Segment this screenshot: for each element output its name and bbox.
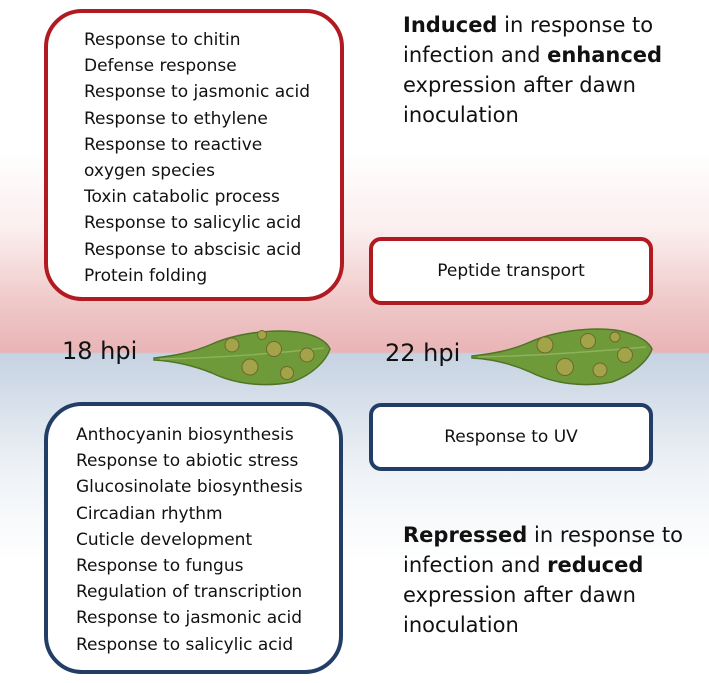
list-item: Response to abscisic acid xyxy=(84,239,302,260)
enhanced-keyword: enhanced xyxy=(547,43,663,67)
reduced-keyword: reduced xyxy=(547,553,644,577)
response-to-uv-label: Response to UV xyxy=(444,427,578,447)
list-item: Anthocyanin biosynthesis xyxy=(76,425,294,445)
list-item: Response to jasmonic acid xyxy=(84,82,311,103)
repressed-text-2: expression after dawn inoculation xyxy=(403,583,636,637)
induced-terms-box: Response to chitin Defense response Resp… xyxy=(44,9,344,301)
induced-text-2: expression after dawn inoculation xyxy=(403,73,636,127)
list-item: Response to jasmonic acid xyxy=(76,608,303,629)
list-item: Regulation of transcription xyxy=(76,582,303,603)
list-item: Toxin catabolic process xyxy=(84,187,280,208)
repressed-terms-box: Anthocyanin biosynthesis Response to abi… xyxy=(44,402,343,674)
induced-keyword: Induced xyxy=(403,13,498,37)
list-item: Response to salicylic acid xyxy=(76,634,294,655)
list-item: Response to salicylic acid xyxy=(84,213,302,234)
list-item: Protein folding xyxy=(84,265,208,286)
leaf-image-18-hpi xyxy=(153,330,331,386)
repressed-text-1: in response to infection and xyxy=(403,523,683,577)
induced-text-1: in response to infection and xyxy=(403,13,654,67)
timepoint-18-hpi: 18 hpi xyxy=(62,337,138,365)
peptide-transport-label: Peptide transport xyxy=(437,261,585,281)
repressed-terms-list: Anthocyanin biosynthesis Response to abi… xyxy=(76,422,339,658)
induced-description: Induced in response to infection and enh… xyxy=(403,10,703,130)
leaf-image-22-hpi xyxy=(471,328,653,386)
list-item: Response to fungus xyxy=(76,556,244,577)
induced-terms-list: Response to chitin Defense response Resp… xyxy=(84,27,340,289)
list-item: Defense response xyxy=(84,56,237,77)
list-item: Circadian rhythm xyxy=(76,503,223,524)
list-item: Response to abiotic stress xyxy=(76,451,299,472)
repressed-description: Repressed in response to infection and r… xyxy=(403,520,703,640)
list-item: Cuticle development xyxy=(76,529,253,550)
list-item: Response to chitin xyxy=(84,30,241,50)
list-item: Glucosinolate biosynthesis xyxy=(76,477,303,498)
list-item: Response to reactive xyxy=(84,134,263,155)
peptide-transport-box: Peptide transport xyxy=(369,237,653,305)
repressed-keyword: Repressed xyxy=(403,523,528,547)
list-item: oxygen species xyxy=(84,161,215,182)
list-item: Response to ethylene xyxy=(84,108,268,129)
response-to-uv-box: Response to UV xyxy=(369,403,653,471)
timepoint-22-hpi: 22 hpi xyxy=(385,339,461,367)
